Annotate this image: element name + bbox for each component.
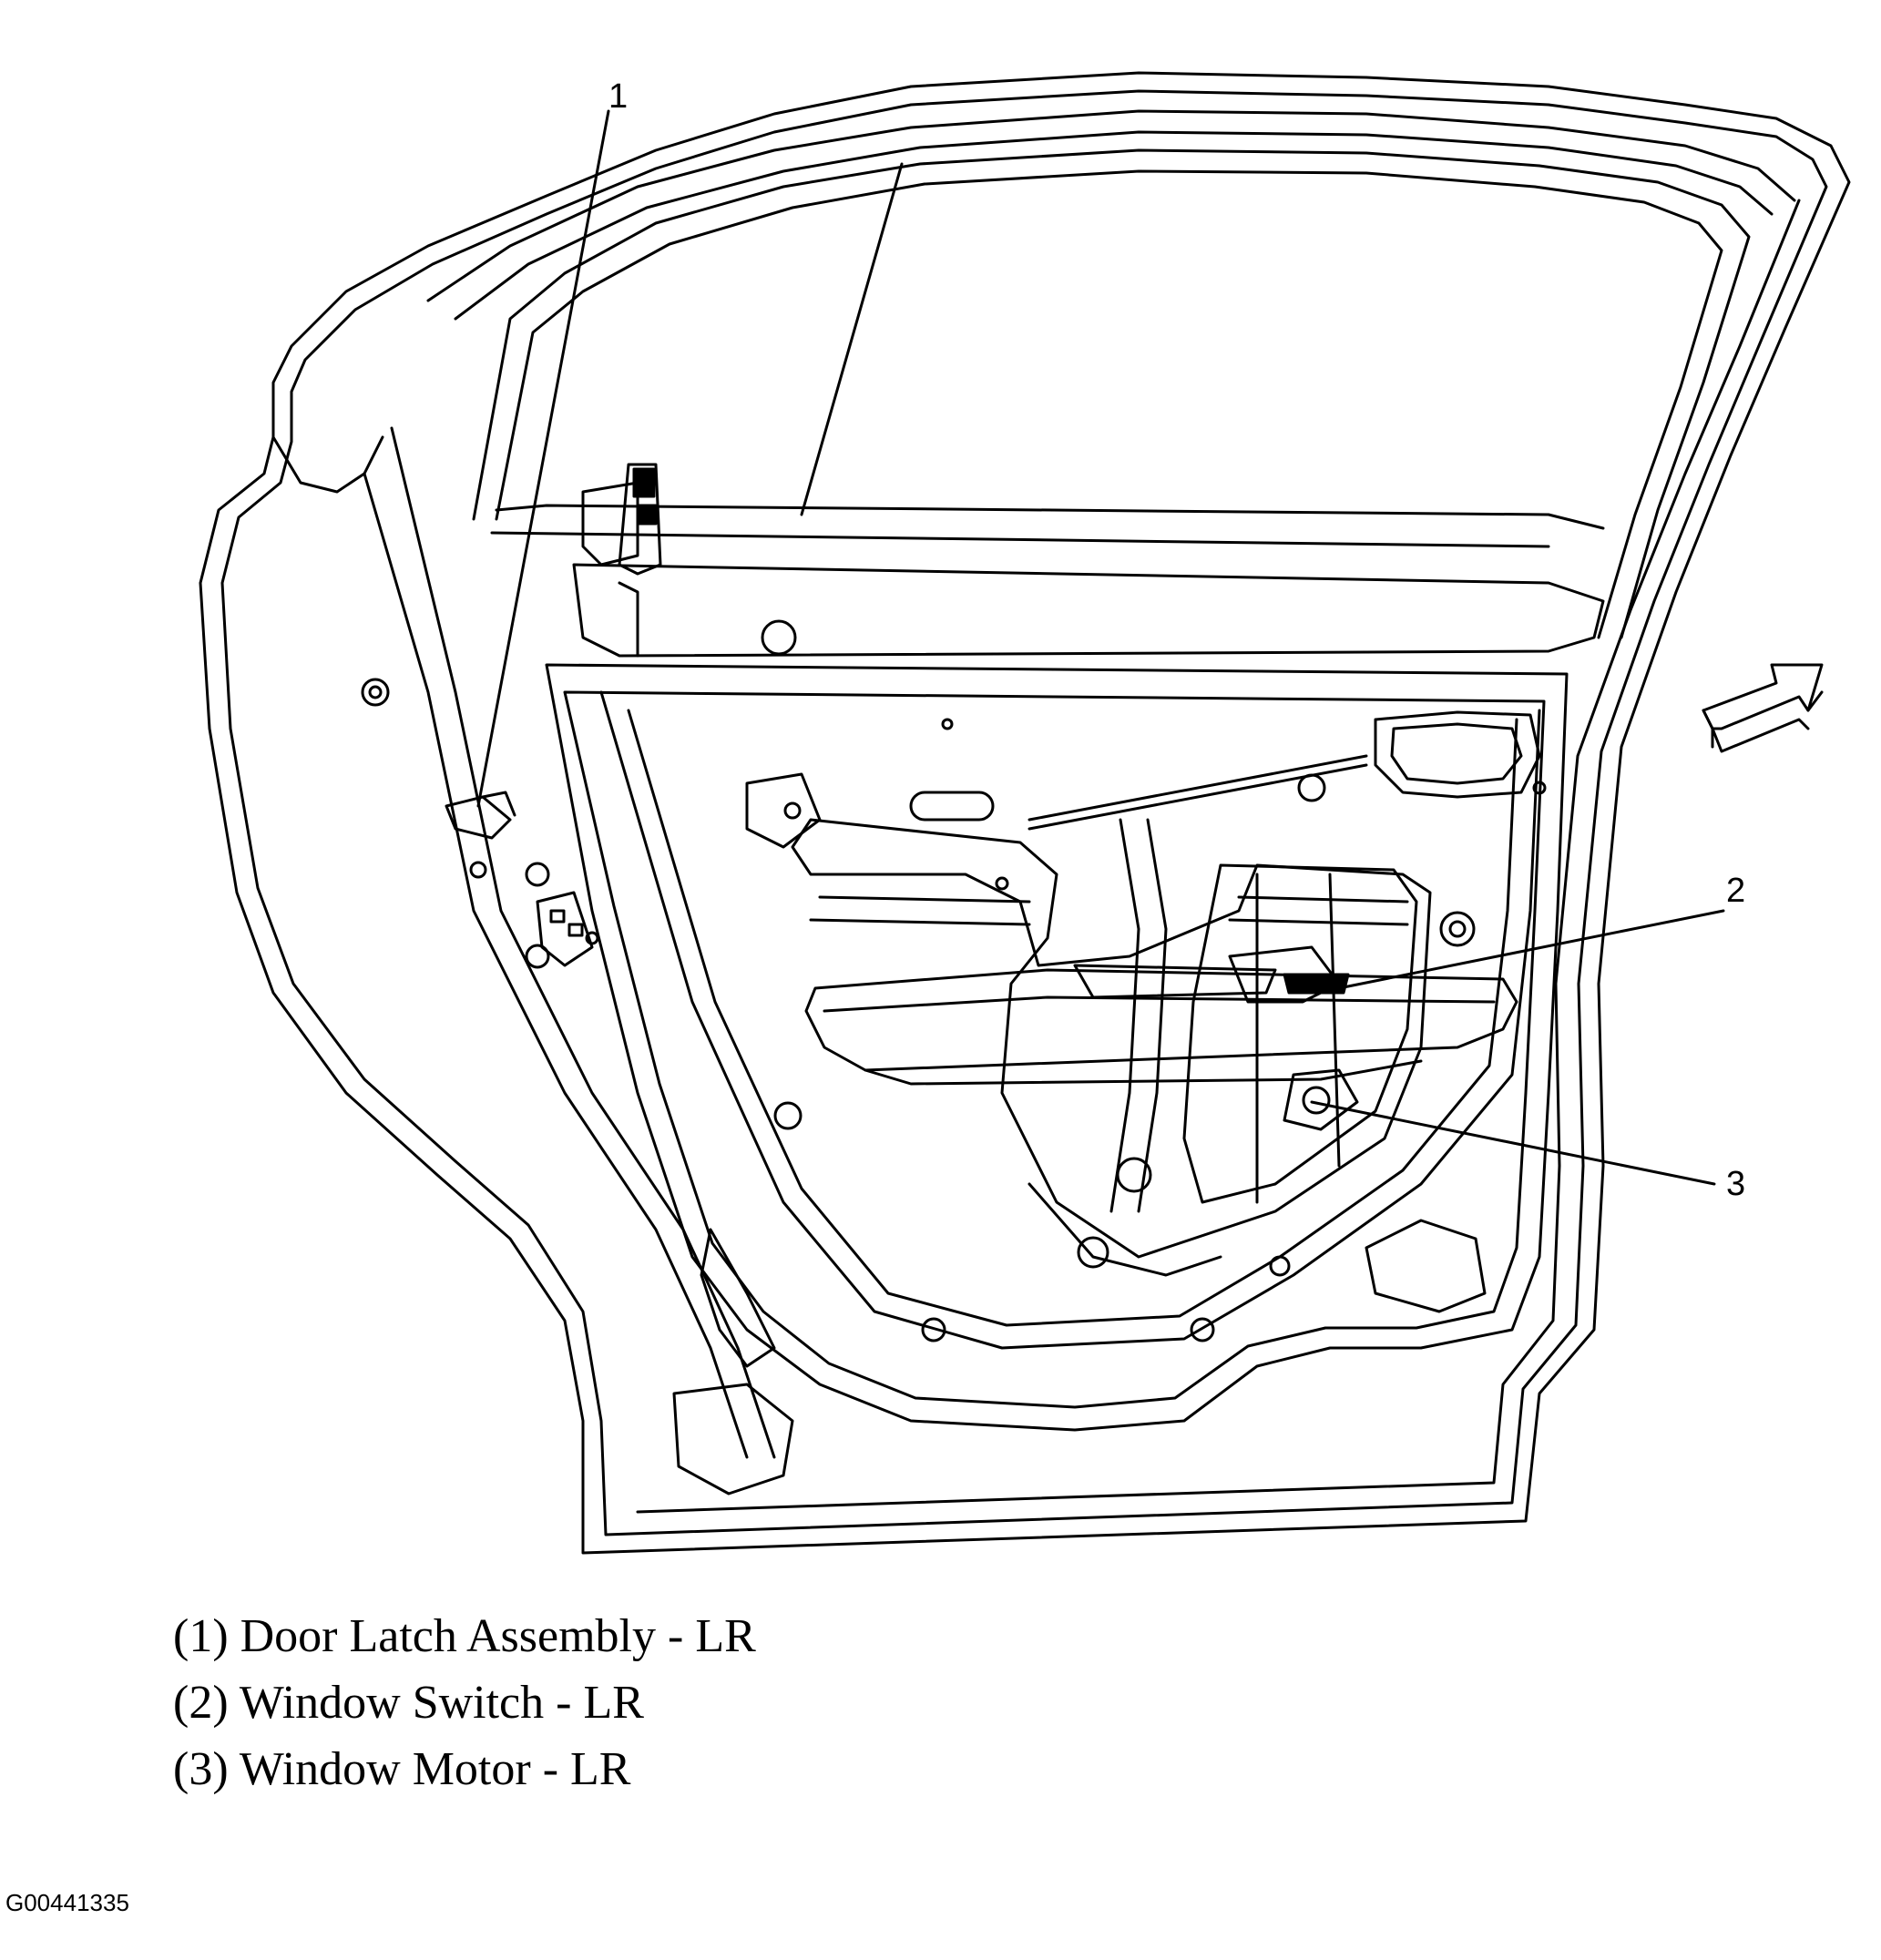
callout-number-2: 2 <box>1726 872 1745 910</box>
figure-id-label: G00441335 <box>5 1889 129 1916</box>
door-diagram: 1 2 3 <box>199 71 1851 1555</box>
inner-door-panel <box>545 663 1569 1432</box>
window-motor <box>1228 945 1359 1131</box>
legend-item-window-motor: (3) Window Motor - LR <box>173 1743 631 1795</box>
armrest-window-switch <box>804 964 1518 1086</box>
interior-door-handle <box>1027 710 1541 831</box>
legend-item-window-switch: (2) Window Switch - LR <box>173 1677 644 1729</box>
leader-lines <box>476 109 1725 1186</box>
window-frame <box>426 109 1796 658</box>
door-latch-assembly <box>445 463 662 967</box>
access-openings <box>581 481 1487 1496</box>
front-direction-arrow-icon <box>1702 663 1824 753</box>
parts-legend: (1) Door Latch Assembly - LR (2) Window … <box>173 1603 1448 1802</box>
callout-number-1: 1 <box>608 77 628 116</box>
legend-item-door-latch: (1) Door Latch Assembly - LR <box>173 1610 756 1662</box>
callout-number-3: 3 <box>1726 1165 1745 1203</box>
fasteners <box>361 619 1547 1342</box>
door-outer-shell <box>199 71 1851 1555</box>
